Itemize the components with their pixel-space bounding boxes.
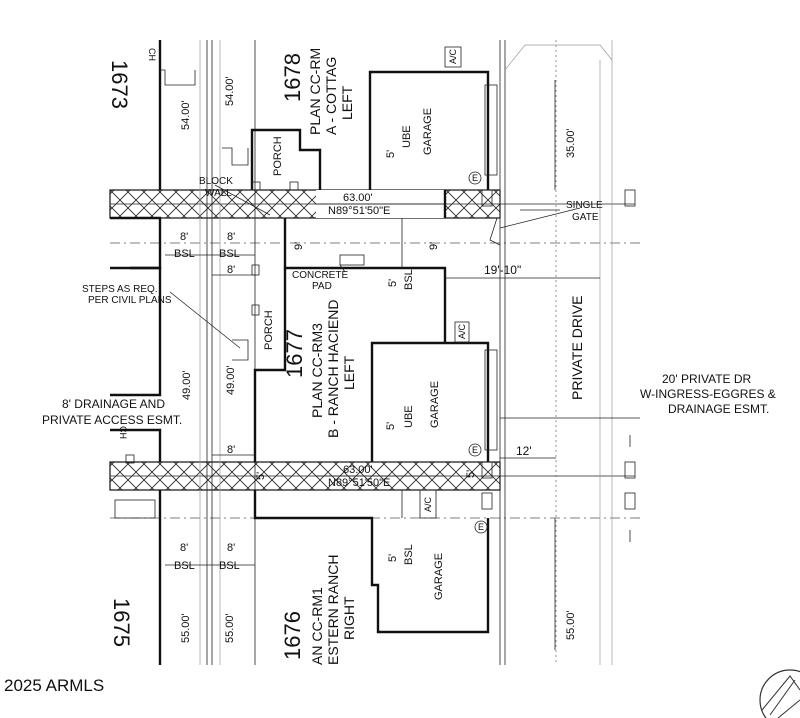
water-meter xyxy=(481,492,493,510)
dimension-label: 5' xyxy=(387,279,399,287)
logo-mark xyxy=(759,669,800,718)
building-1676 xyxy=(253,490,490,634)
water-meter xyxy=(624,461,636,479)
cut-label: CH xyxy=(147,48,157,61)
meter-label: E xyxy=(472,173,478,183)
electric-meter xyxy=(468,171,482,185)
dimension-label: 55.00' xyxy=(224,613,236,643)
note-block-wall: BLOCK xyxy=(199,176,233,187)
lot-number: 1675 xyxy=(109,598,134,647)
garage-label: GARAGE xyxy=(433,553,445,600)
meter-label: E xyxy=(478,522,484,532)
note-concrete-pad: CONCRETE xyxy=(292,270,348,281)
garage-door xyxy=(484,349,498,451)
ube-label: UBE xyxy=(403,405,415,428)
lot-number: 1677 xyxy=(282,329,307,378)
garage-door xyxy=(484,84,498,176)
bsl-label: BSL xyxy=(219,248,240,260)
private-drive-label: PRIVATE DRIVE xyxy=(569,295,585,400)
note-drainage-esmt: PRIVATE ACCESS ESMT. xyxy=(42,413,182,427)
electric-meter xyxy=(468,443,482,457)
bsl-label: BSL xyxy=(403,544,415,565)
lot-number: 1673 xyxy=(107,60,132,109)
garage-label: GARAGE xyxy=(429,381,441,428)
dimension-label: 12' xyxy=(516,444,532,458)
dimension-label: 5' xyxy=(385,422,397,430)
dimension-label: 5' xyxy=(385,150,397,158)
bearing-label: N89°51'50"E xyxy=(328,205,390,217)
lot-number: 1678 xyxy=(280,53,305,102)
dimension-label: 35.00' xyxy=(565,128,577,158)
meter-label: E xyxy=(472,445,478,455)
bsl-label: BSL xyxy=(174,248,195,260)
dimension-label: 54.00' xyxy=(224,76,236,106)
water-meter xyxy=(481,461,493,479)
plan-label: AN CC-RM1 xyxy=(309,587,325,665)
dimension-label: 19'-10" xyxy=(484,263,521,277)
copyright-footer: 2025 ARMLS xyxy=(4,676,105,695)
note-drainage-esmt: 8' DRAINAGE AND xyxy=(62,397,165,411)
note-steps: PER CIVIL PLANS xyxy=(88,295,172,306)
water-meter xyxy=(624,492,636,510)
plan-label: PLAN CC-RM3 xyxy=(309,323,325,418)
note-private-drive-esmt: 20' PRIVATE DR xyxy=(662,372,752,386)
ube-label: UBE xyxy=(401,125,413,148)
dimension-label: 54.00' xyxy=(180,100,192,130)
note-single-gate: GATE xyxy=(572,212,599,223)
plan-label: PLAN CC-RM xyxy=(307,48,323,135)
plan-label: RIGHT xyxy=(341,596,357,640)
garage-label: GARAGE xyxy=(422,108,434,155)
plan-label: A - COTTAG xyxy=(323,57,339,135)
ac-unit xyxy=(454,321,470,343)
concrete-pad xyxy=(339,254,365,266)
dimension-label: 49.00' xyxy=(181,370,193,400)
dimension-label: 8' xyxy=(227,264,235,276)
plan-label: B - RANCH HACIEND xyxy=(325,300,341,438)
porch-label: PORCH xyxy=(263,310,275,350)
bsl-label: BSL xyxy=(174,560,195,572)
note-single-gate: SINGLE xyxy=(566,200,603,211)
note-steps: STEPS AS REQ. xyxy=(82,284,158,295)
dimension-label: 5' xyxy=(387,554,399,562)
porch-label: PORCH xyxy=(272,136,284,176)
dimension-label: 8' xyxy=(180,231,188,243)
building-1677 xyxy=(283,218,447,343)
plan-label: ESTERN RANCH xyxy=(325,555,341,665)
porch-1678 xyxy=(250,128,322,190)
note-private-drive-esmt: DRAINAGE ESMT. xyxy=(668,402,769,416)
dimension-label: 55.00' xyxy=(180,613,192,643)
ac-label: A/C xyxy=(457,323,467,339)
dimension-label: 63.00' xyxy=(343,464,373,476)
ac-label: A/C xyxy=(423,496,433,512)
dimension-label: 8' xyxy=(180,542,188,554)
note-block-wall: WALL xyxy=(205,188,232,199)
dimension-label: 9' xyxy=(293,242,305,250)
ac-unit xyxy=(444,46,462,68)
ac-unit xyxy=(419,489,437,519)
bsl-label: BSL xyxy=(219,560,240,572)
plan-label: LEFT xyxy=(339,85,355,120)
dimension-label: 5' xyxy=(255,472,267,480)
cut-label: CH xyxy=(118,426,128,439)
bsl-label: BSL xyxy=(403,269,415,290)
dimension-label: 49.00' xyxy=(225,365,237,395)
building-1678 xyxy=(368,70,490,190)
water-meter xyxy=(481,189,493,207)
dimension-label: 5' xyxy=(465,470,477,478)
note-concrete-pad: PAD xyxy=(312,281,332,292)
plan-label: LEFT xyxy=(341,355,357,390)
dimension-label: 63.00' xyxy=(343,192,373,204)
ac-label: A/C xyxy=(448,48,458,64)
dimension-label: 8' xyxy=(227,444,235,456)
dimension-label: 8' xyxy=(227,542,235,554)
note-private-drive-esmt: W-INGRESS-EGGRES & xyxy=(640,387,776,401)
dimension-label: 9' xyxy=(428,242,440,250)
dimension-label: 8' xyxy=(227,231,235,243)
electric-meter xyxy=(474,520,488,534)
water-meter xyxy=(624,189,636,207)
bearing-label: N89°51'50"E xyxy=(328,477,390,489)
dimension-label: 55.00' xyxy=(565,610,577,640)
lot-number: 1676 xyxy=(280,611,305,660)
